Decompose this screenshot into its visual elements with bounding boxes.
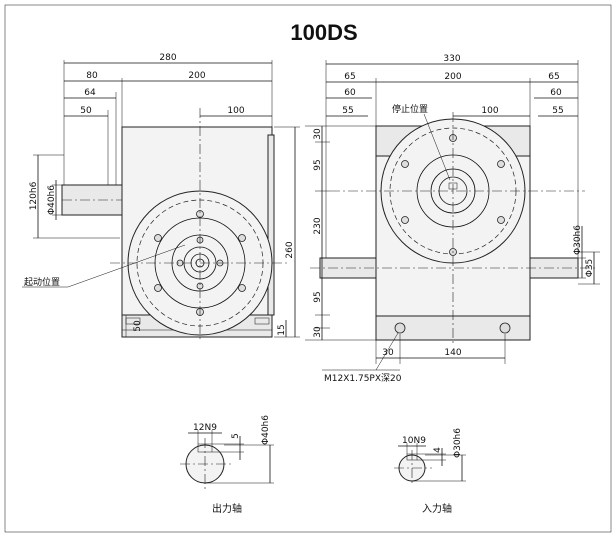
dim-overall-width: 280 — [159, 53, 176, 63]
left-housing-side — [267, 134, 275, 316]
dim-height-15: 15 — [277, 324, 287, 335]
dim-width-100: 100 — [227, 106, 244, 116]
dim-right-95-bottom: 95 — [313, 291, 323, 302]
dim-height-120: 120h6 — [29, 181, 39, 210]
input-shaft-caption: 入力轴 — [422, 502, 452, 515]
dim-right-65-left: 65 — [344, 72, 355, 82]
output-key-width: 12N9 — [193, 423, 217, 433]
dim-right-phi35: Φ35 — [585, 259, 595, 278]
dim-height-50: 50 — [133, 320, 143, 332]
thread-note: M12X1.75PX深20 — [324, 373, 402, 384]
drawing-title: 100DS — [290, 20, 357, 45]
output-shaft-dia: Φ40h6 — [261, 415, 271, 445]
dim-right-overall: 330 — [443, 54, 460, 64]
dim-right-30-top: 30 — [313, 128, 323, 140]
dim-right-230: 230 — [313, 217, 323, 234]
right-view: 330 65 200 65 60 60 55 55 100 停止位置 30 95… — [305, 54, 600, 384]
label-stop-position: 停止位置 — [392, 103, 428, 115]
dim-right-55-right: 55 — [552, 106, 563, 116]
dim-right-bottom-30: 30 — [382, 348, 394, 358]
dim-height-260: 260 — [285, 241, 295, 258]
dim-width-64: 64 — [84, 88, 96, 98]
dim-right-60-right: 60 — [550, 88, 562, 98]
input-key-width: 10N9 — [402, 436, 426, 446]
dim-right-bottom-140: 140 — [444, 348, 461, 358]
dim-right-100: 100 — [481, 106, 498, 116]
drawing-frame — [4, 4, 612, 533]
detail-input-shaft: 10N9 4 Φ30h6 入力轴 — [394, 428, 466, 515]
dim-right-95-top: 95 — [313, 159, 323, 170]
dim-right-200: 200 — [444, 72, 461, 82]
dim-right-phi30h6: Φ30h6 — [573, 225, 583, 255]
detail-output-shaft: 12N9 5 Φ40h6 出力轴 — [180, 415, 274, 515]
dim-right-55-left: 55 — [342, 106, 353, 116]
dim-right-60-left: 60 — [344, 88, 356, 98]
dim-width-50: 50 — [80, 106, 92, 116]
output-shaft-caption: 出力轴 — [212, 502, 242, 515]
dim-width-80: 80 — [86, 71, 98, 81]
input-key-depth: 4 — [433, 447, 443, 453]
input-shaft-dia: Φ30h6 — [453, 428, 463, 458]
dim-right-65-right: 65 — [548, 72, 559, 82]
left-view: 280 80 200 64 50 100 120h6 Φ40h6 260 15 … — [22, 53, 300, 340]
dim-width-200: 200 — [188, 71, 205, 81]
dim-right-30-bottom: 30 — [313, 326, 323, 338]
output-key-depth: 5 — [231, 433, 241, 439]
label-start-position: 起动位置 — [24, 276, 60, 288]
dim-shaft-dia: Φ40h6 — [47, 185, 57, 215]
